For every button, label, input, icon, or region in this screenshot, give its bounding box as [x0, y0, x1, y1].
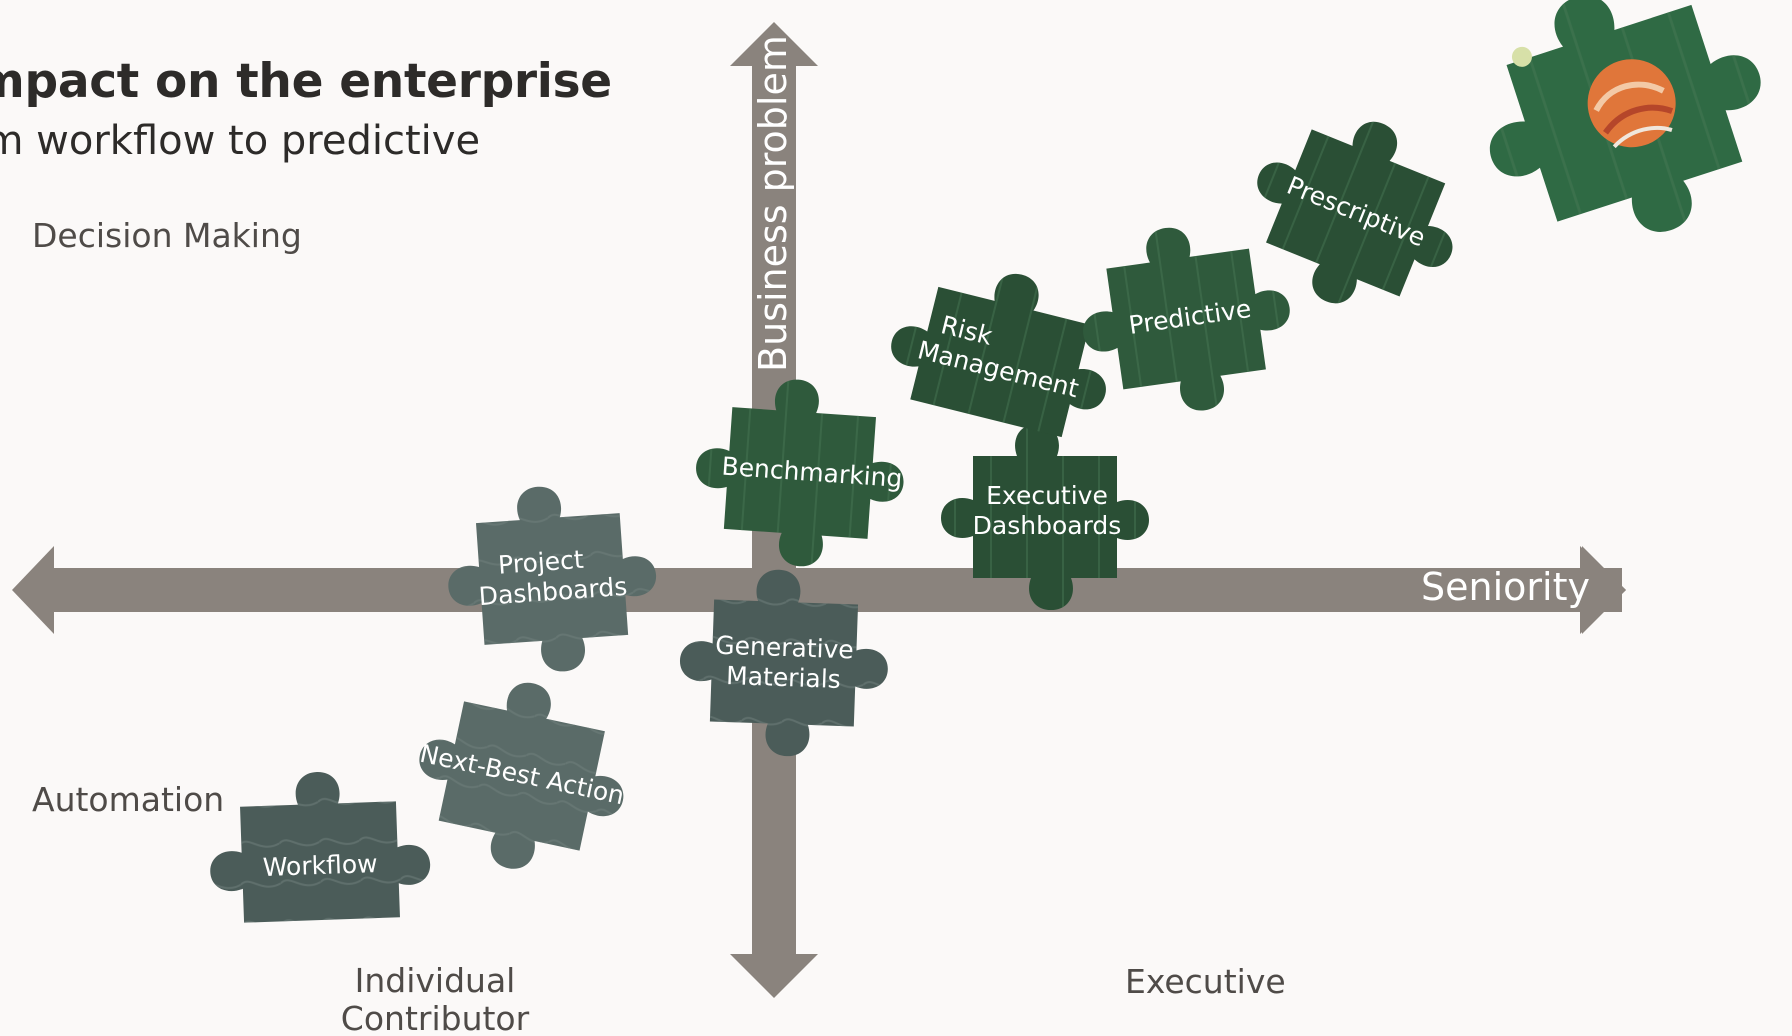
page-title: impact on the enterprise: [0, 54, 612, 109]
piece-benchmarking: Benchmarking: [689, 372, 911, 574]
page-subtitle: om workflow to predictive: [0, 118, 481, 164]
business-problem-axis-label: Business problem: [751, 35, 795, 372]
individual-contributor-line1: Individual: [354, 961, 516, 1000]
decorative-artwork-piece: [1452, 0, 1792, 277]
piece-workflow-label: Workflow: [262, 849, 378, 882]
decision-making-label: Decision Making: [32, 216, 302, 255]
piece-executive-dashboards-line1: Executive: [986, 481, 1108, 510]
piece-executive-dashboards-line2: Dashboards: [973, 511, 1122, 540]
piece-next-best-action: Next-Best Action: [400, 663, 643, 889]
piece-project-dashboards: Project Dashboards: [441, 478, 663, 680]
piece-executive-dashboards: Executive Dashboards: [941, 424, 1149, 610]
piece-generative-materials-line2: Materials: [726, 661, 842, 694]
piece-predictive: Predictive: [1070, 212, 1303, 426]
executive-label: Executive: [1125, 962, 1286, 1001]
automation-label: Automation: [32, 780, 225, 819]
piece-workflow: Workflow: [206, 768, 432, 924]
individual-contributor-label: Individual Contributor: [330, 962, 540, 1036]
seniority-axis-label: Seniority: [1421, 565, 1590, 609]
piece-project-dashboards-line1: Project: [497, 545, 585, 580]
piece-generative-materials-line1: Generative: [715, 631, 854, 665]
piece-generative-materials: Generative Materials: [676, 566, 892, 760]
piece-risk-management: Risk Management: [879, 248, 1129, 445]
individual-contributor-line2: Contributor: [340, 999, 530, 1036]
piece-prescriptive: Prescriptive: [1224, 87, 1487, 339]
